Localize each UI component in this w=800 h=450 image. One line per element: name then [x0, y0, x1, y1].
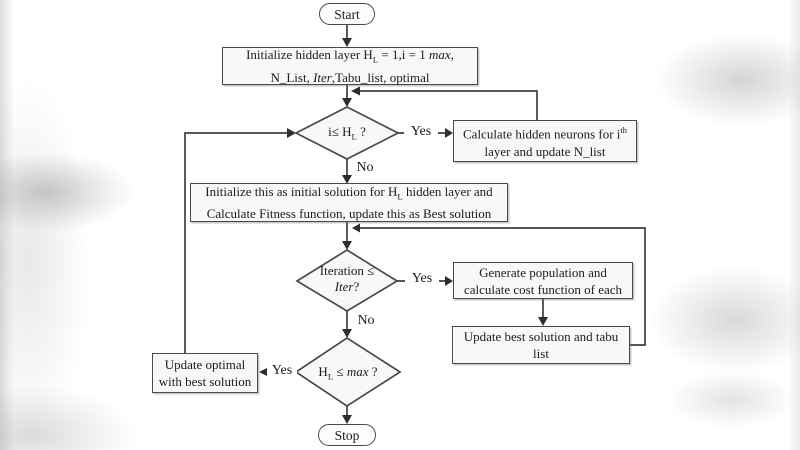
- arrow-head-down: [342, 98, 352, 107]
- italic-text: max: [428, 47, 451, 63]
- update-tabu-box: Update best solution and tabu list: [452, 326, 630, 364]
- text-line: with best solution: [158, 374, 252, 389]
- text-segment: ≤: [333, 364, 347, 379]
- text-line: Initialize this as initial solution for …: [205, 183, 492, 206]
- arrow-head-down: [342, 241, 352, 250]
- italic-text: Iter: [334, 279, 354, 294]
- start-terminator: Start: [319, 3, 375, 25]
- text-line: Iteration ≤: [319, 263, 375, 278]
- generate-population-box: Generate population and calculate cost f…: [453, 262, 633, 299]
- text-segment: ?: [353, 279, 360, 294]
- stop-label: Stop: [334, 427, 360, 443]
- arrow-head-right: [287, 128, 296, 138]
- calculate-neurons-box: Calculate hidden neurons for ith layer a…: [453, 120, 637, 162]
- text-segment: Calculate hidden neurons for i: [463, 126, 621, 142]
- initial-solution-box: Initialize this as initial solution for …: [190, 183, 508, 222]
- arrow-head-down: [538, 317, 548, 326]
- subscript-text: L: [397, 191, 403, 202]
- text-segment: Initialize hidden layer H: [246, 47, 373, 63]
- text-segment: H: [318, 364, 328, 379]
- italic-text: Iter: [313, 69, 332, 85]
- text-line: calculate cost function of each: [463, 281, 623, 297]
- edge-optimal-feedback: [184, 132, 288, 353]
- arrow-head-down: [342, 38, 352, 47]
- text-segment: ?: [368, 364, 378, 379]
- iteration-check-diamond-label: Iteration ≤ Iter?: [297, 263, 397, 295]
- hl-max-diamond-label: HL ≤ max ?: [288, 364, 408, 385]
- text-line: Iter?: [297, 279, 397, 295]
- arrow-head-right: [445, 276, 453, 286]
- arrow-head-left: [352, 223, 360, 233]
- no-label-iteration-check: No: [357, 313, 375, 328]
- hl-check-diamond-label: i≤ HL ?: [297, 124, 397, 145]
- text-line: Calculate hidden neurons for ith: [463, 122, 627, 142]
- no-label-hl-check: No: [356, 160, 374, 175]
- arrow-head-down: [342, 329, 352, 338]
- text-line: HL ≤ max ?: [318, 364, 378, 382]
- arrow-head-left: [259, 367, 268, 377]
- update-optimal-box: Update optimal with best solution: [152, 353, 258, 393]
- yes-label-hl-check: Yes: [404, 124, 438, 140]
- text-line: Update best solution and tabu: [463, 329, 619, 344]
- arrow-head-right: [445, 128, 453, 138]
- yes-label-hl-max-check: Yes: [267, 363, 297, 379]
- yes-label-iteration-check: Yes: [405, 271, 439, 287]
- arrow-head-down: [342, 415, 352, 424]
- edge-calc-feedback: [359, 90, 538, 120]
- text-segment: ,Tabu_list, optimal: [331, 69, 430, 85]
- arrow-head-down: [342, 175, 352, 184]
- subscript-text: L: [327, 371, 334, 382]
- text-line: Calculate Fitness function, update this …: [206, 206, 492, 222]
- initialize-params-box: Initialize hidden layer HL = 1,i = 1 max…: [222, 47, 478, 85]
- text-line: Generate population and: [479, 264, 607, 280]
- text-segment: hidden layer and: [402, 183, 493, 199]
- text-line: Update optimal: [164, 357, 246, 372]
- text-segment: ?: [356, 124, 366, 139]
- arrow-head-left: [351, 86, 360, 96]
- text-segment: N_List,: [270, 69, 314, 85]
- text-line: Initialize hidden layer HL = 1,i = 1 max…: [246, 46, 454, 69]
- text-line: N_List, Iter,Tabu_list, optimal: [270, 69, 429, 86]
- edge-tabu-feedback: [359, 227, 646, 346]
- text-line: list: [533, 346, 549, 361]
- subscript-text: L: [351, 131, 357, 142]
- text-segment: ,: [450, 47, 454, 63]
- text-segment: i≤ H: [328, 124, 352, 139]
- text-segment: Initialize this as initial solution for …: [205, 183, 398, 199]
- text-segment: = 1,i = 1: [378, 47, 429, 63]
- text-line: layer and update N_list: [484, 143, 606, 159]
- stop-terminator: Stop: [318, 424, 376, 446]
- subscript-text: L: [372, 54, 379, 65]
- italic-text: max: [346, 364, 369, 379]
- superscript-text: th: [620, 125, 627, 136]
- text-line: i≤ HL ?: [328, 124, 366, 142]
- start-label: Start: [334, 6, 360, 22]
